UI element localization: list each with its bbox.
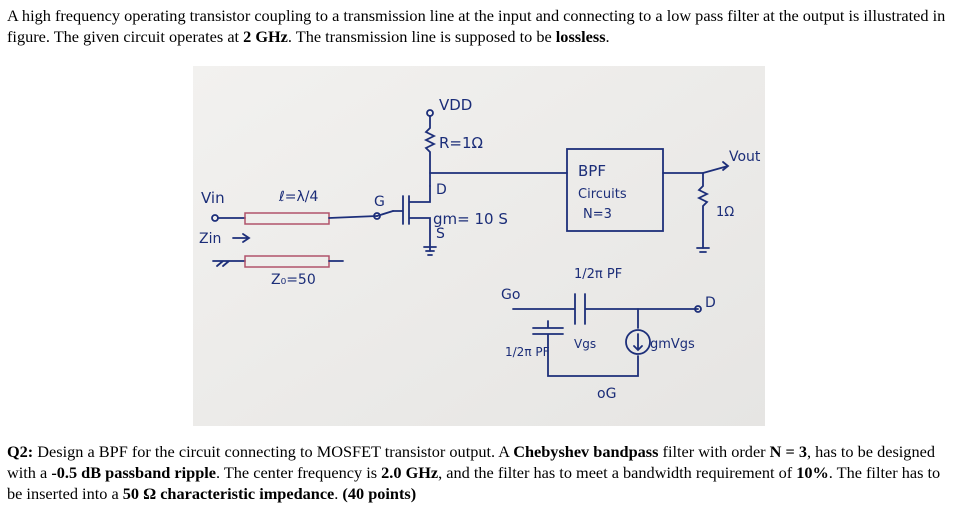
- input-ground: [212, 260, 246, 267]
- question-text: Q2: Design a BPF for the circuit connect…: [7, 441, 952, 504]
- cap-top-label: 1/2π PF: [574, 267, 622, 282]
- intro-text-3: .: [605, 27, 610, 46]
- intro-lossless: lossless: [555, 27, 606, 46]
- gmvgs-label: gmVgs: [650, 337, 695, 352]
- order-label: N=3: [583, 207, 612, 222]
- drain-label: D: [436, 182, 447, 198]
- resistor-label: R=1Ω: [439, 134, 483, 152]
- question-bandwidth: 10%: [796, 463, 829, 482]
- source-ground: [423, 246, 437, 256]
- current-source: [625, 329, 651, 355]
- small-signal-circuit: [532, 308, 639, 377]
- length-label: ℓ=λ/4: [278, 189, 319, 205]
- question-text-6: . The filter has to be inserted into a: [7, 463, 941, 503]
- circuits-label: Circuits: [578, 187, 627, 202]
- vgs-label: Vgs: [574, 337, 596, 351]
- load-resistor-label: 1Ω: [716, 205, 734, 220]
- zin-label: Zin: [199, 231, 221, 247]
- question-number: Q2:: [7, 442, 34, 461]
- question-points: (40 points): [342, 484, 417, 503]
- question-text-5: , and the filter has to meet a bandwidth…: [438, 463, 797, 482]
- small-signal-drain-node: [694, 305, 702, 313]
- question-text-1: Design a BPF for the circuit connecting …: [33, 442, 514, 461]
- question-order: N = 3: [769, 442, 807, 461]
- gm-label: gm= 10 S: [433, 210, 508, 228]
- load-ground: [696, 247, 710, 253]
- intro-text-2: . The transmission line is supposed to b…: [287, 27, 556, 46]
- z0-label: Z₀=50: [271, 272, 316, 288]
- small-signal-drain-label: D: [705, 295, 716, 311]
- zin-arrow: [232, 233, 251, 243]
- circuit-figure: VDD R=1Ω D G S gm= 10 S Vin ℓ=λ/4 Zin Z₀…: [193, 66, 765, 426]
- vdd-label: VDD: [439, 96, 472, 114]
- vout-arrow: [702, 161, 730, 174]
- bpf-label: BPF: [578, 162, 606, 180]
- current-source-arrow: [633, 333, 643, 352]
- vin-label: Vin: [201, 189, 225, 207]
- small-signal-top-wire: [512, 293, 699, 325]
- tline-to-gate-wire: [328, 215, 378, 219]
- question-filter-type: Chebyshev bandpass: [513, 442, 659, 461]
- question-text-4: . The center frequency is: [216, 463, 382, 482]
- intro-text: A high frequency operating transistor co…: [7, 5, 952, 47]
- go-label: Go: [501, 287, 520, 303]
- question-impedance: 50 Ω characteristic impedance: [122, 484, 335, 503]
- vout-label: Vout: [729, 149, 761, 165]
- intro-text-1: A high frequency operating transistor co…: [7, 6, 946, 46]
- drain-resistor: [423, 115, 437, 187]
- question-text-3: , has to be designed with a: [7, 442, 935, 482]
- question-frequency: 2.0 GHz: [381, 463, 439, 482]
- question-text-7: .: [334, 484, 343, 503]
- question-text-2: filter with order: [658, 442, 770, 461]
- og-label: oG: [597, 386, 616, 402]
- question-ripple: -0.5 dB passband ripple: [51, 463, 216, 482]
- gate-wire: [376, 210, 394, 217]
- cap-left-label: 1/2π PF: [505, 345, 550, 359]
- load-resistor: [662, 172, 710, 249]
- paper-background: [193, 66, 765, 426]
- intro-frequency: 2 GHz: [243, 27, 288, 46]
- source-label: S: [436, 226, 445, 242]
- bpf-box: [566, 148, 664, 232]
- mosfet-symbol: [392, 185, 431, 252]
- gate-label: G: [374, 194, 385, 210]
